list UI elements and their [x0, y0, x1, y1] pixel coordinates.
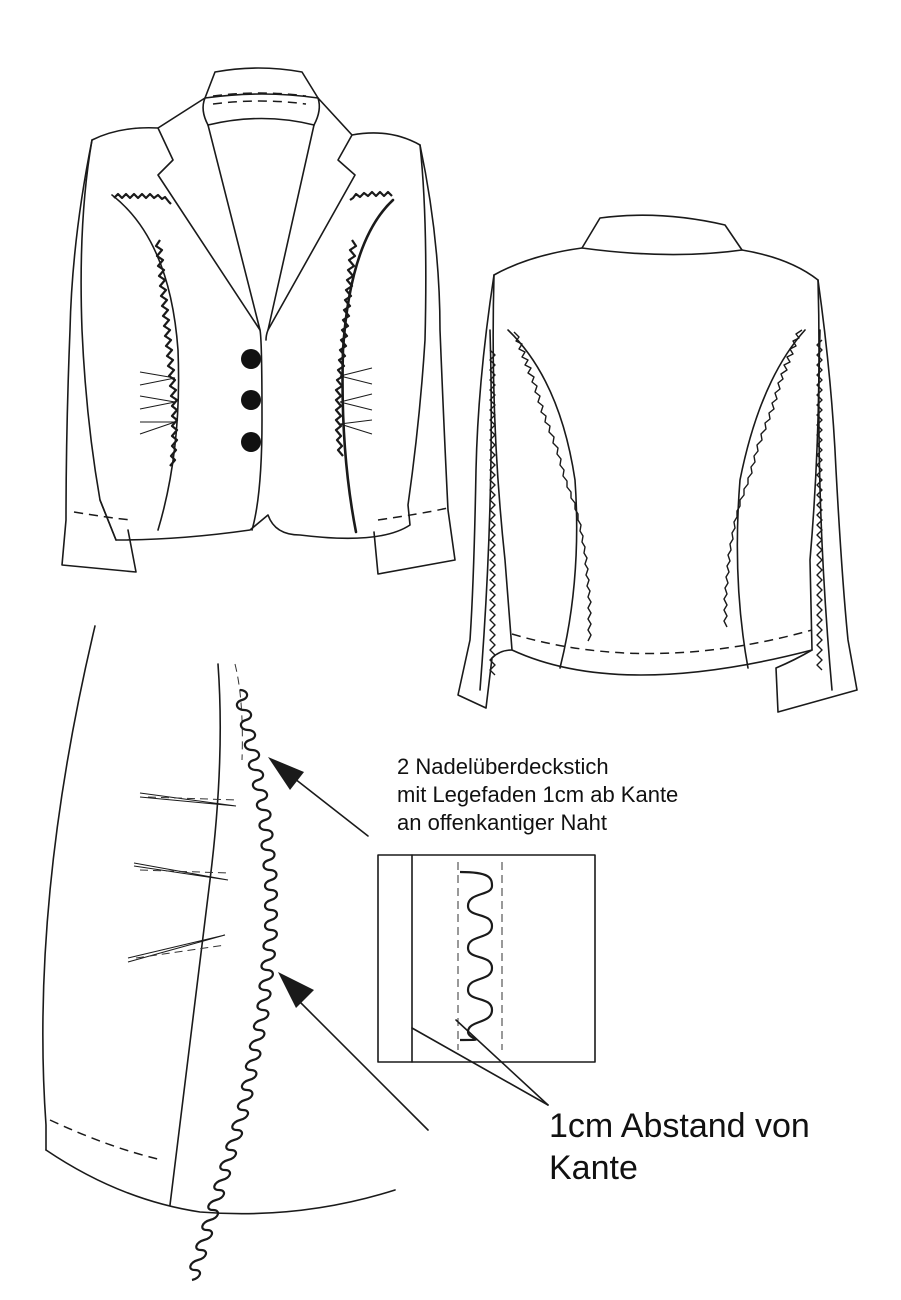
detail-hem-stitch — [49, 1119, 163, 1161]
detail-bottom-edge — [45, 1149, 396, 1215]
back-neck-facing — [207, 117, 315, 126]
back-right-sleeve-seam — [818, 329, 833, 691]
inset-coverstitch — [459, 870, 494, 1042]
front-left-seam — [111, 194, 180, 531]
back-right-sleeve — [775, 279, 858, 713]
right-sleeve — [373, 144, 456, 575]
detail-dart-1 — [139, 792, 237, 807]
left-sleeve-hem-stitch — [73, 511, 133, 521]
detail-dart-3 — [127, 934, 226, 963]
inset-frame — [377, 854, 596, 1063]
detail-outer-edge — [42, 625, 96, 1151]
right-sleeve-hem-stitch — [377, 507, 449, 521]
detail-dart-2-guide — [139, 869, 229, 874]
pointer-arrows — [268, 757, 429, 1131]
distance-annotation-line-2: Kante — [549, 1149, 638, 1187]
front-opening — [251, 329, 263, 531]
stitch-annotation-line-1: 2 Nadelüberdeckstich — [397, 754, 609, 779]
arrow-head-2 — [278, 972, 314, 1008]
callout-line-2 — [455, 1019, 549, 1106]
back-right-seam — [736, 329, 806, 669]
stitch-annotation-line-3: an offenkantiger Naht — [397, 810, 607, 835]
front-left-darts — [139, 371, 176, 435]
back-body-outline — [492, 247, 820, 676]
detail-coverstitch — [189, 688, 279, 1282]
collar-stitch-2 — [212, 100, 307, 105]
arrow-line-2 — [295, 997, 429, 1131]
back-right-ruffle — [723, 329, 803, 628]
stitch-annotation-line-2: mit Legefaden 1cm ab Kante — [397, 782, 679, 807]
collar-stitch — [212, 92, 307, 97]
jacket-back-view — [457, 214, 858, 713]
inset-detail-box — [377, 854, 596, 1106]
front-right-seam — [341, 198, 395, 534]
front-left-ruffle — [113, 192, 179, 467]
button-1 — [241, 349, 261, 369]
left-cuff-seam — [99, 499, 117, 541]
detail-dart-1-guide — [147, 796, 237, 801]
detail-dart-2 — [133, 862, 229, 881]
back-left-seam — [507, 329, 578, 669]
neck-left — [202, 97, 209, 126]
button-2 — [241, 390, 261, 410]
left-lapel — [157, 97, 261, 331]
detail-dart-3-guide — [135, 944, 226, 959]
right-lapel — [267, 97, 356, 331]
lapel-end — [265, 329, 269, 341]
callout-line-1 — [411, 1027, 549, 1106]
front-body-outline — [80, 126, 427, 541]
stitch-annotation: 2 Nadelüberdeckstich mit Legefaden 1cm a… — [397, 753, 678, 837]
front-right-darts — [339, 367, 373, 435]
distance-annotation-line-1: 1cm Abstand von — [549, 1107, 810, 1145]
arrow-line-1 — [289, 774, 369, 837]
button-3 — [241, 432, 261, 452]
arrow-head-1 — [268, 757, 304, 790]
detail-seam-stitch — [234, 663, 243, 761]
seam-detail-closeup — [42, 625, 396, 1282]
back-right-sleeve-ruffle — [816, 339, 823, 671]
front-right-ruffle — [334, 190, 393, 457]
back-left-sleeve-seam — [479, 329, 493, 691]
back-collar — [581, 214, 743, 256]
neck-right — [313, 97, 321, 126]
back-hem-stitch — [511, 629, 813, 655]
detail-seam-line — [169, 663, 222, 1206]
distance-annotation: 1cm Abstand von Kante — [549, 1105, 810, 1189]
back-left-sleeve-ruffle — [489, 349, 496, 676]
jacket-front-view — [61, 67, 456, 575]
back-left-ruffle — [513, 331, 592, 642]
left-sleeve — [61, 139, 137, 573]
back-left-sleeve — [457, 274, 513, 709]
